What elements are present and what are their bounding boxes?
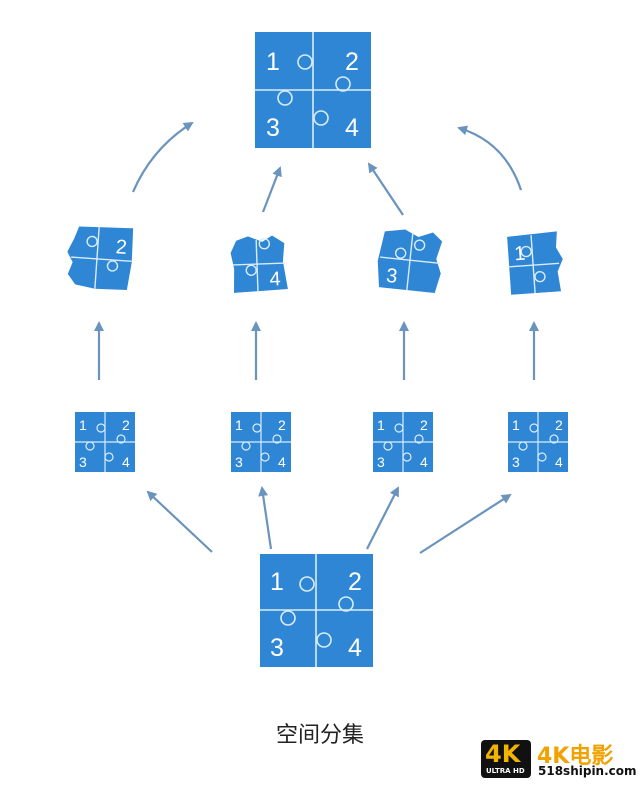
fragment-number: 4 (269, 268, 281, 290)
puzzle-number-1: 1 (377, 417, 385, 433)
watermark-badge-text: 4K (485, 740, 521, 768)
fragment-1: 2 (67, 226, 134, 291)
watermark-logo: 4K ULTRA HD 4K电影 518shipin.com (481, 740, 637, 780)
puzzle-copy-2: 1 2 3 4 (231, 412, 291, 472)
arrow-source-to-copy-2 (258, 486, 273, 550)
puzzle-number-3: 3 (377, 454, 385, 470)
arrow-source-to-copy-4 (419, 493, 512, 554)
puzzle-number-2: 2 (420, 417, 428, 433)
arrows-from-source (146, 486, 512, 554)
fragment-2: 4 (230, 235, 288, 293)
puzzle-number-2: 2 (348, 568, 362, 596)
watermark-badge: 4K ULTRA HD (481, 740, 531, 778)
watermark-site: 518shipin.com (538, 764, 637, 778)
puzzle-number-4: 4 (420, 454, 428, 470)
puzzle-copy-3: 1 2 3 4 (373, 412, 433, 472)
puzzle-number-1: 1 (512, 417, 520, 433)
arrow-fragment-4-to-result (457, 125, 523, 191)
puzzle-number-1: 1 (79, 417, 87, 433)
fragment-number: 3 (385, 265, 398, 288)
arrow-fragment-1-to-result (131, 121, 194, 193)
diagram-caption: 空间分集 (275, 723, 364, 748)
puzzle-number-4: 4 (348, 634, 362, 662)
puzzle-number-2: 2 (555, 417, 563, 433)
puzzle-number-2: 2 (122, 417, 130, 433)
arrow-fragment-3-to-result (367, 162, 404, 216)
puzzle-number-4: 4 (555, 454, 563, 470)
puzzle-number-3: 3 (235, 454, 243, 470)
puzzle-copy-1: 1 2 3 4 (75, 412, 135, 472)
puzzle-number-4: 4 (122, 454, 130, 470)
puzzle-number-2: 2 (278, 417, 286, 433)
reconstructed-puzzle: 1 2 3 4 (255, 32, 371, 148)
watermark-brand: 4K电影 (537, 744, 614, 769)
puzzle-number-3: 3 (270, 634, 284, 662)
puzzle-number-1: 1 (270, 568, 284, 596)
puzzle-number-3: 3 (266, 114, 280, 142)
arrows-to-fragments (94, 321, 539, 380)
puzzle-copy-4: 1 2 3 4 (508, 412, 568, 472)
puzzle-number-1: 1 (235, 417, 243, 433)
puzzle-number-2: 2 (345, 48, 359, 76)
puzzle-number-4: 4 (345, 114, 359, 142)
source-puzzle: 1 2 3 4 (260, 554, 373, 667)
puzzle-number-3: 3 (512, 454, 520, 470)
fragment-3: 3 (377, 229, 443, 293)
puzzle-number-4: 4 (278, 454, 286, 470)
fragment-number: 2 (115, 236, 128, 259)
puzzle-number-1: 1 (266, 48, 280, 76)
arrow-source-to-copy-1 (146, 490, 213, 553)
fragment-number: 1 (514, 243, 527, 266)
arrow-fragment-2-to-result (261, 166, 282, 213)
arrows-to-reconstruction (131, 121, 523, 216)
watermark-badge-subtext: ULTRA HD (486, 767, 525, 775)
puzzle-number-3: 3 (79, 454, 87, 470)
fragment-4: 1 (507, 231, 563, 295)
arrow-source-to-copy-3 (366, 486, 399, 550)
